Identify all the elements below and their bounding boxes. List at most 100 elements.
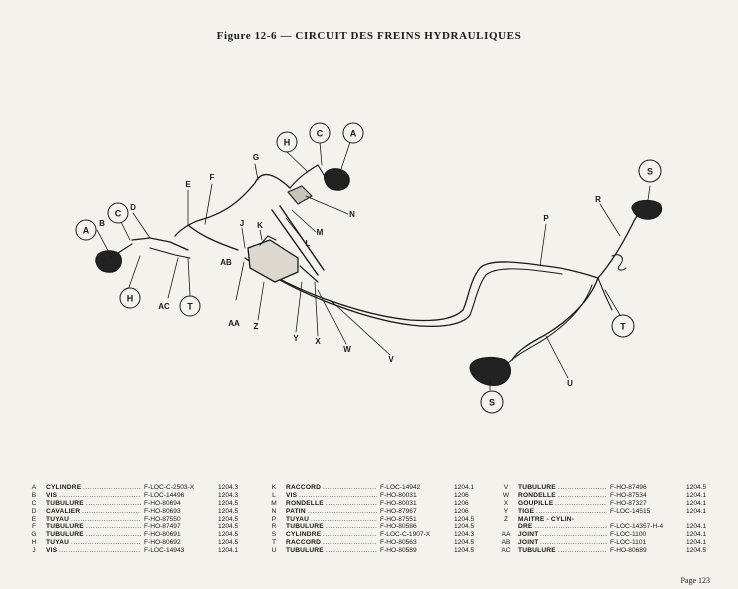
callout-t-left: T (187, 302, 193, 312)
legend-dot-leader: ........................................ (86, 523, 141, 531)
legend-part-code: 1204.3 (218, 484, 239, 491)
legend-part-reference: F-LOC-14943 (144, 547, 185, 555)
legend-dot-leader: ........................................ (558, 491, 607, 499)
legend-part-code: 1204.1 (454, 484, 475, 491)
legend-part-code: 1204.1 (686, 531, 707, 539)
label-v: V (388, 355, 394, 364)
label-f: F (210, 173, 215, 182)
legend-key: H (31, 539, 37, 547)
legend-key: F (31, 523, 37, 531)
label-g: G (253, 153, 259, 162)
legend-part-code: 1204.5 (454, 547, 475, 555)
callout-a-left: A (83, 226, 90, 236)
legend-key: N (271, 507, 277, 515)
label-z: Z (254, 322, 259, 331)
pipe-v2 (254, 264, 471, 328)
legend-key: Y (503, 507, 509, 515)
legend-part-code: 1204.1 (218, 547, 239, 555)
legend-part-code: 1204.5 (454, 523, 475, 531)
legend-part-name: GOUPILLE (518, 499, 554, 507)
cylinder-right-bottom (469, 357, 512, 386)
legend-part-reference: F-LOC-14515 (610, 507, 651, 515)
label-y: Y (293, 334, 299, 343)
label-u: U (567, 379, 573, 388)
legend-part-name: CYLINDRE (46, 484, 82, 491)
legend-dot-leader: ........................................ (536, 507, 607, 515)
legend-part-code: 1204.1 (686, 499, 707, 507)
callout-c-top: C (317, 129, 324, 139)
pipe-p (462, 261, 599, 311)
legend-part-name: TUBULURE (46, 531, 84, 539)
legend-key: J (32, 547, 36, 555)
label-aa: AA (228, 319, 240, 328)
legend-part-reference: F-HO-87497 (144, 523, 181, 531)
pipe-r-coil (611, 254, 627, 271)
legend-key: B (31, 491, 37, 499)
legend-part-reference: F-HO-87534 (610, 491, 647, 499)
legend-part-name: DRE (518, 523, 533, 531)
legend-part-code: 1204.5 (218, 523, 239, 531)
callout-h-left: H (127, 294, 134, 304)
label-m: M (317, 228, 324, 237)
label-p: P (543, 214, 549, 223)
legend-dot-leader: ........................................ (299, 491, 377, 499)
label-d: D (130, 203, 136, 212)
legend-key: V (503, 484, 509, 491)
legend-dot-leader: ........................................ (326, 499, 377, 507)
brake-circuit-diagram: A C H S A C H T S T G E F B D N M L K J … (75, 122, 663, 414)
legend-dot-leader: ........................................ (86, 499, 141, 507)
label-l: L (306, 239, 311, 248)
callout-c-left: C (115, 209, 122, 219)
pipe-r (597, 209, 643, 279)
legend-dot-leader: ........................................ (323, 531, 377, 539)
legend-dot-leader: ........................................ (59, 491, 141, 499)
legend-dot-leader: ........................................ (326, 523, 377, 531)
legend-part-reference: F-HO-87496 (610, 484, 647, 491)
rod-l (271, 209, 319, 276)
legend-part-reference: F-LOC-14357-H-4 (610, 523, 664, 531)
legend-part-reference: F-HO-80586 (380, 523, 417, 531)
legend-part-code: 1204.5 (454, 539, 475, 547)
legend-dot-leader: ........................................ (558, 484, 607, 491)
page-number: Page 123 (680, 576, 710, 585)
legend-part-code: 1204.5 (218, 515, 239, 523)
legend-part-name: CAVALIER (46, 507, 81, 515)
legend-part-name: TUYAU (46, 515, 70, 523)
legend-key: W (502, 491, 510, 499)
legend-part-code: 1204.5 (218, 539, 239, 547)
cylinder-right-top (631, 199, 663, 220)
legend-part-reference: F-HO-80589 (380, 547, 417, 555)
legend-part-code: 1204.5 (686, 547, 707, 555)
legend-part-code: 1204.5 (454, 515, 475, 523)
legend-part-name: RACCORD (286, 539, 322, 547)
callout-a-top: A (350, 129, 357, 139)
legend-dot-leader: ........................................ (540, 531, 607, 539)
label-n: N (349, 210, 355, 219)
legend-part-name: PATIN (286, 507, 306, 515)
legend-part-name: TUYAU (286, 515, 310, 523)
label-w: W (343, 345, 351, 354)
legend-part-name: TUBULURE (286, 547, 324, 555)
legend-part-reference: F-HO-80563 (380, 539, 417, 547)
legend-part-reference: F-HO-80031 (380, 491, 417, 499)
legend-part-code: 1204.5 (218, 531, 239, 539)
legend-part-reference: F-LOC-C-2503-X (144, 484, 195, 491)
legend-key: Z (503, 515, 509, 523)
legend-key: M (271, 499, 277, 507)
legend-dot-leader: ........................................ (535, 523, 607, 531)
legend-part-code: 1204.5 (686, 484, 707, 491)
pipe-g (254, 173, 291, 189)
legend-dot-leader: ........................................ (540, 539, 607, 547)
legend-key: X (503, 499, 509, 507)
legend-part-name: MAITRE - CYLIN- (518, 515, 575, 523)
legend-part-reference: F-LOC-C-1907-X (380, 531, 431, 539)
legend-part-code: 1204.3 (454, 531, 475, 539)
legend-part-name: VIS (286, 491, 298, 499)
legend-key: P (271, 515, 277, 523)
legend-part-reference: F-LOC-1101 (610, 539, 647, 547)
legend-key: E (31, 515, 37, 523)
legend-part-code: 1204.1 (686, 491, 707, 499)
legend-part-name: RONDELLE (518, 491, 556, 499)
legend-part-name: TIGE (518, 507, 535, 515)
legend-key: AC (501, 547, 511, 555)
